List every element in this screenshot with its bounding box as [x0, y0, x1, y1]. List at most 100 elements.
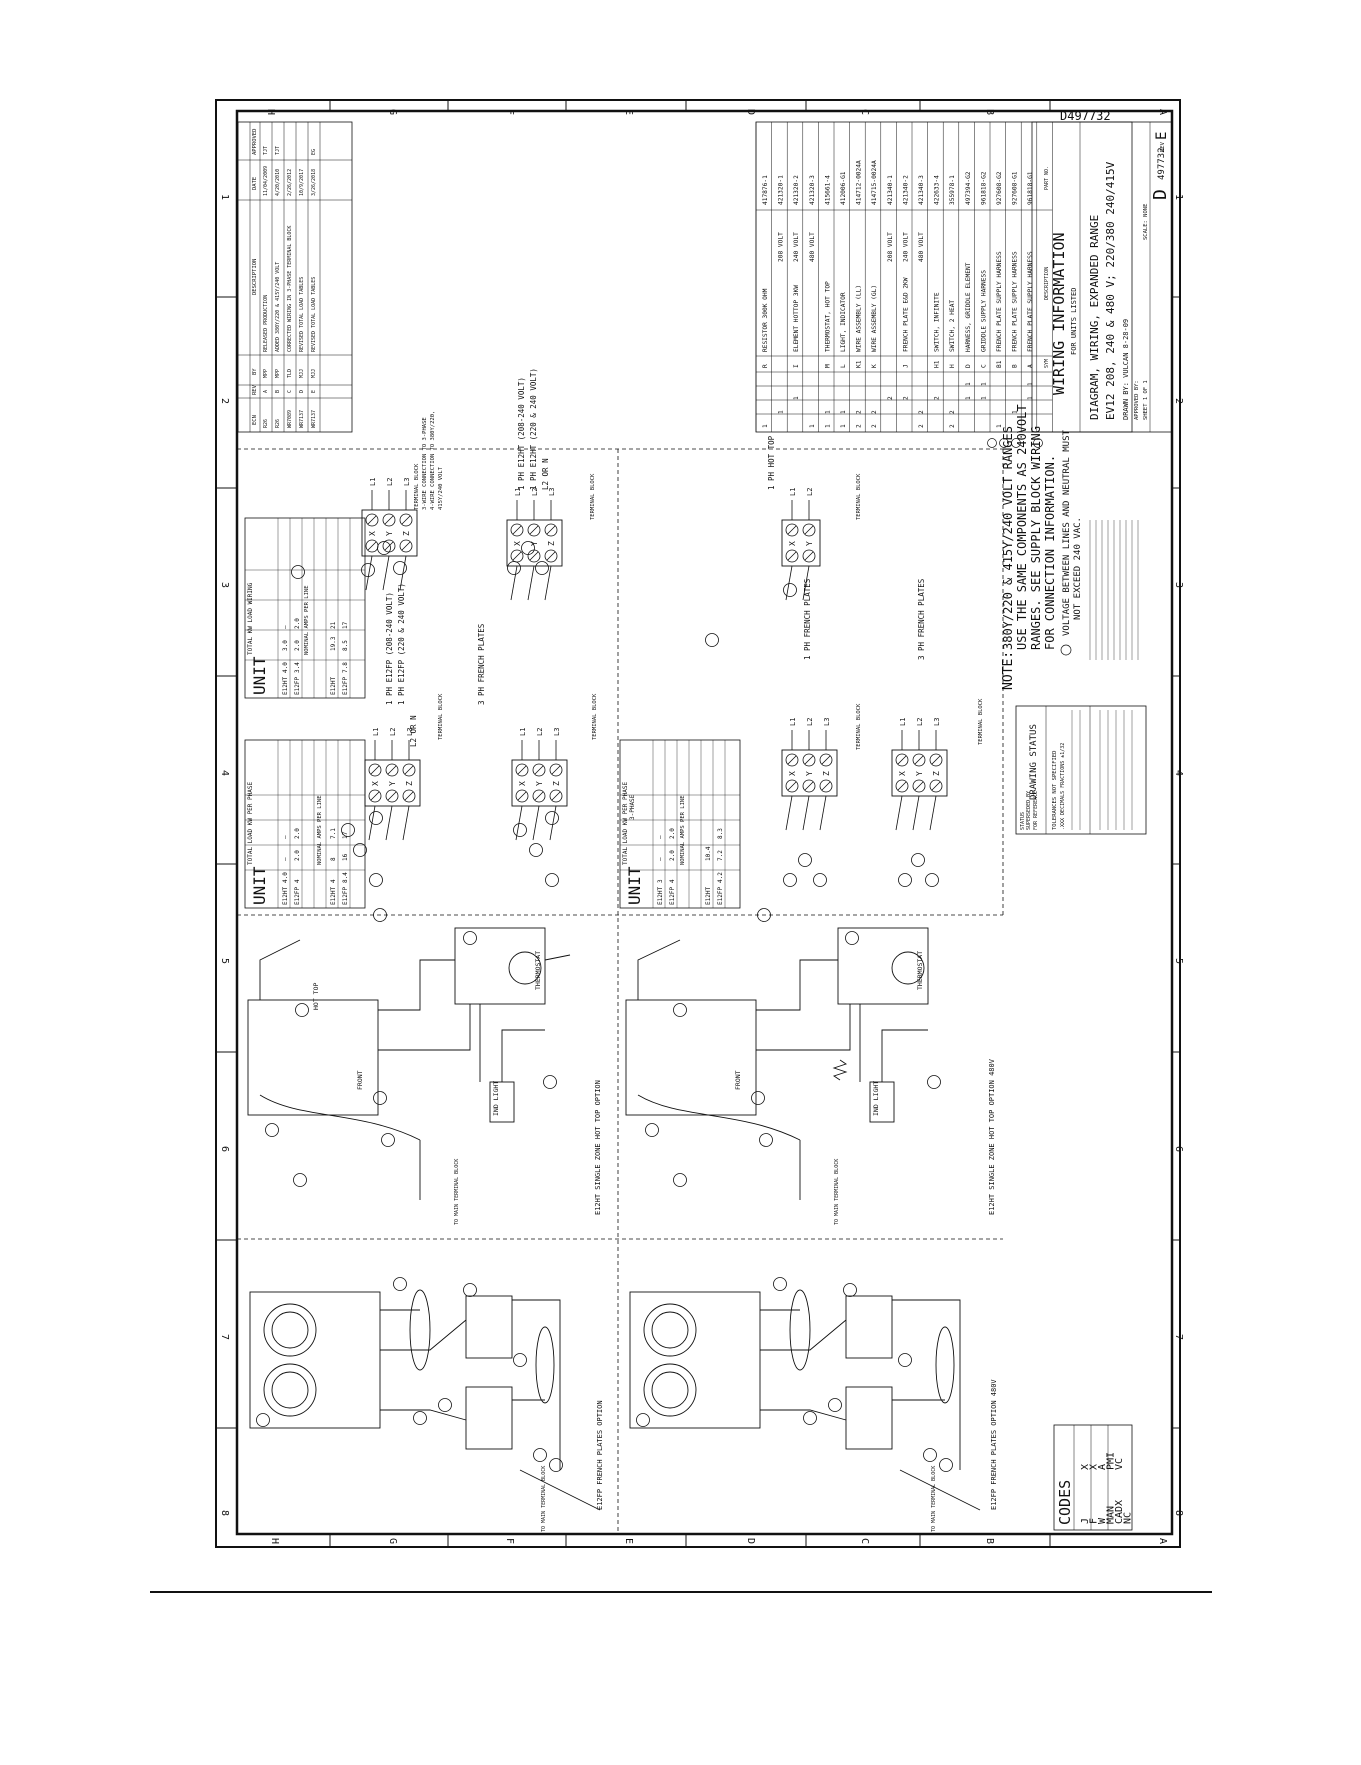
label-terminal-block: TERMINAL BLOCK: [438, 693, 444, 740]
callout-circle: [925, 873, 939, 887]
callout-circle: [705, 633, 719, 647]
code-key: NC: [1123, 1512, 1134, 1524]
callout-circle: [798, 853, 812, 867]
part-qty: 2: [887, 396, 894, 400]
part-note: 240 VOLT: [793, 232, 800, 262]
status-title: DRAWING STATUS: [1029, 724, 1039, 800]
label-terminal-block: TERMINAL BLOCK: [592, 693, 598, 740]
label-l2-or-n: L2 OR N: [409, 715, 418, 747]
part-description: FRENCH PLATE E&D 2KW: [902, 277, 909, 352]
callout-circle: [939, 1458, 953, 1472]
terminal-letter: X: [518, 781, 527, 786]
terminal-screw: [510, 523, 524, 537]
callout-circle: [413, 1411, 427, 1425]
part-qty: 1: [996, 424, 1003, 428]
note-title: NOTE:: [1001, 651, 1016, 690]
terminal-screw: [785, 523, 799, 537]
zone-letter: B: [984, 109, 995, 115]
title-rev-label: REV: [1160, 141, 1166, 152]
load-cell: —: [657, 835, 664, 839]
terminal-screw: [785, 753, 799, 767]
zone-number: 1: [1173, 194, 1184, 200]
part-qty: 1: [980, 382, 987, 386]
rev-letter: D: [299, 390, 305, 393]
rev-description: RELEASED PRODUCTION: [263, 295, 269, 352]
part-footer-pn: PART NO.: [1044, 166, 1050, 190]
load-amps-title: NOMINAL AMPS PER LINE: [317, 795, 323, 865]
code-value: VC: [1114, 1458, 1125, 1470]
load-amps-title: NOMINAL AMPS PER LINE: [680, 795, 686, 865]
terminal-screw: [912, 753, 926, 767]
rev-approved: EG: [311, 149, 317, 155]
load-table-top-right: UNIT TOTAL KW LOAD WIRING NOMINAL AMPS P…: [244, 517, 366, 699]
load-cell: E12HT: [282, 677, 289, 695]
line-label: L2: [531, 488, 539, 496]
part-qty: 2: [949, 410, 956, 414]
label-thermostat: THERMOSTAT: [534, 951, 542, 990]
line-label: L2: [536, 728, 544, 736]
part-description: WIRE ASSEMBLY (LL): [856, 285, 863, 352]
part-number: 421320-1: [778, 175, 785, 205]
part-qty: 1: [778, 410, 785, 414]
part-qty: 2: [856, 424, 863, 428]
load-cell: 3: [657, 879, 664, 883]
terminal-letter: Y: [805, 771, 814, 776]
zone-number: 4: [219, 770, 230, 776]
terminal-screw: [549, 763, 563, 777]
callout-circle: [393, 1277, 407, 1291]
terminal-blocks: XL1YL2ZL3XL1YL2ZL3XL1YL2ZL3XL1YL2ZL3XL1Y…: [361, 478, 948, 841]
part-qty: 2: [871, 410, 878, 414]
title-scale: SCALE: NONE: [1143, 204, 1149, 240]
amps-cell: 10.4: [705, 846, 712, 861]
callout-circle: [533, 1448, 547, 1462]
note-line-4: FOR CONNECTION INFORMATION.: [1043, 455, 1057, 650]
part-note: 208 VOLT: [887, 232, 894, 262]
label-to-main: TO MAIN TERMINAL BLOCK: [454, 1159, 460, 1225]
terminal-screw: [544, 549, 558, 563]
callout-circle: [828, 1398, 842, 1412]
part-qty: 1: [793, 396, 800, 400]
part-note: 240 VOLT: [902, 232, 909, 262]
callout-circle: [927, 1075, 941, 1089]
label-hot-top: HOT TOP: [312, 983, 320, 1010]
part-qty: 2: [934, 396, 941, 400]
zone-letter: C: [859, 109, 870, 115]
load-unit: UNIT: [250, 656, 269, 695]
label-1ph-e12ht-220: 1 PH E12HT (220 & 240 VOLT): [529, 368, 538, 490]
callout-circle: [369, 811, 383, 825]
label-3ph-french: 3 PH FRENCH PLATES: [477, 623, 486, 705]
zone-number: 4: [1173, 770, 1184, 776]
terminal-screw: [399, 539, 413, 553]
line-label: L2: [806, 488, 814, 496]
callout-circle: [513, 823, 527, 837]
terminal-letter: Z: [822, 771, 831, 776]
terminal-screw: [802, 549, 816, 563]
code-value: X: [1080, 1464, 1091, 1470]
note-line-2: USE THE SAME COMPONENTS AS 240VOLT: [1015, 404, 1029, 650]
rev-description: REVISED TOTAL LOAD TABLES: [311, 277, 317, 352]
rev-ecn: WR7137: [311, 410, 317, 428]
zone-number: 7: [1173, 1334, 1184, 1340]
zone-numbers-left: 1 2 3 4 5 6 7 8: [219, 194, 230, 1516]
callout-circle: [843, 1283, 857, 1297]
amps-cell: E12HT: [330, 677, 337, 695]
part-number: 497394-G2: [965, 171, 972, 205]
note-line-1: 380Y/220 & 415Y/240 VOLT RANGES: [1001, 426, 1015, 650]
part-number: 961818-G1: [1027, 171, 1034, 205]
part-number: 412006-G1: [840, 171, 847, 205]
part-symbol: M: [824, 364, 831, 368]
terminal-letter: X: [368, 531, 377, 536]
terminal-letter: Y: [915, 771, 924, 776]
rev-ecn: WR7137: [299, 410, 305, 428]
terminal-letter: X: [371, 781, 380, 786]
rev-date: 10/9/2017: [299, 169, 305, 196]
part-number: 415661-4: [824, 175, 831, 205]
revision-block: ECN REV BY DESCRIPTION DATE APPROVED R26…: [237, 121, 353, 433]
callout-circle: [751, 1091, 765, 1105]
zone-number: 5: [1173, 958, 1184, 964]
amps-cell: 17: [342, 831, 349, 839]
load-cell: 4: [294, 879, 301, 883]
rev-date: 2/26/2012: [287, 169, 293, 196]
